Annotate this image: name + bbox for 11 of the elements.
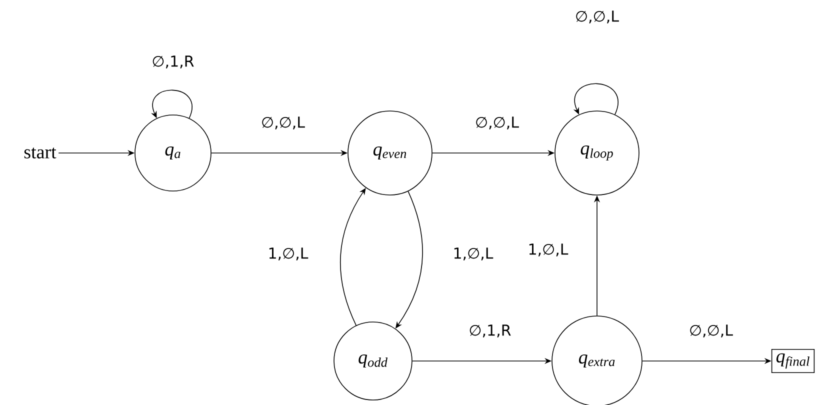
edge-label: 1,∅,L — [269, 248, 308, 260]
edge-label: ∅,1,R — [470, 324, 511, 338]
edge-label: ∅,1,R — [152, 56, 194, 68]
edge-label: 1,∅,L — [454, 248, 494, 260]
edge-label: ∅,∅,L — [576, 10, 619, 24]
edge-label: ∅,∅,L — [690, 324, 733, 338]
edge-label: ∅,∅,L — [476, 116, 519, 130]
edge-label: ∅,∅,L — [262, 116, 305, 130]
edge-label: 1,∅,L — [529, 244, 568, 256]
start-label: start — [24, 148, 56, 158]
final-state-box: q$_{final}$ — [771, 349, 815, 373]
